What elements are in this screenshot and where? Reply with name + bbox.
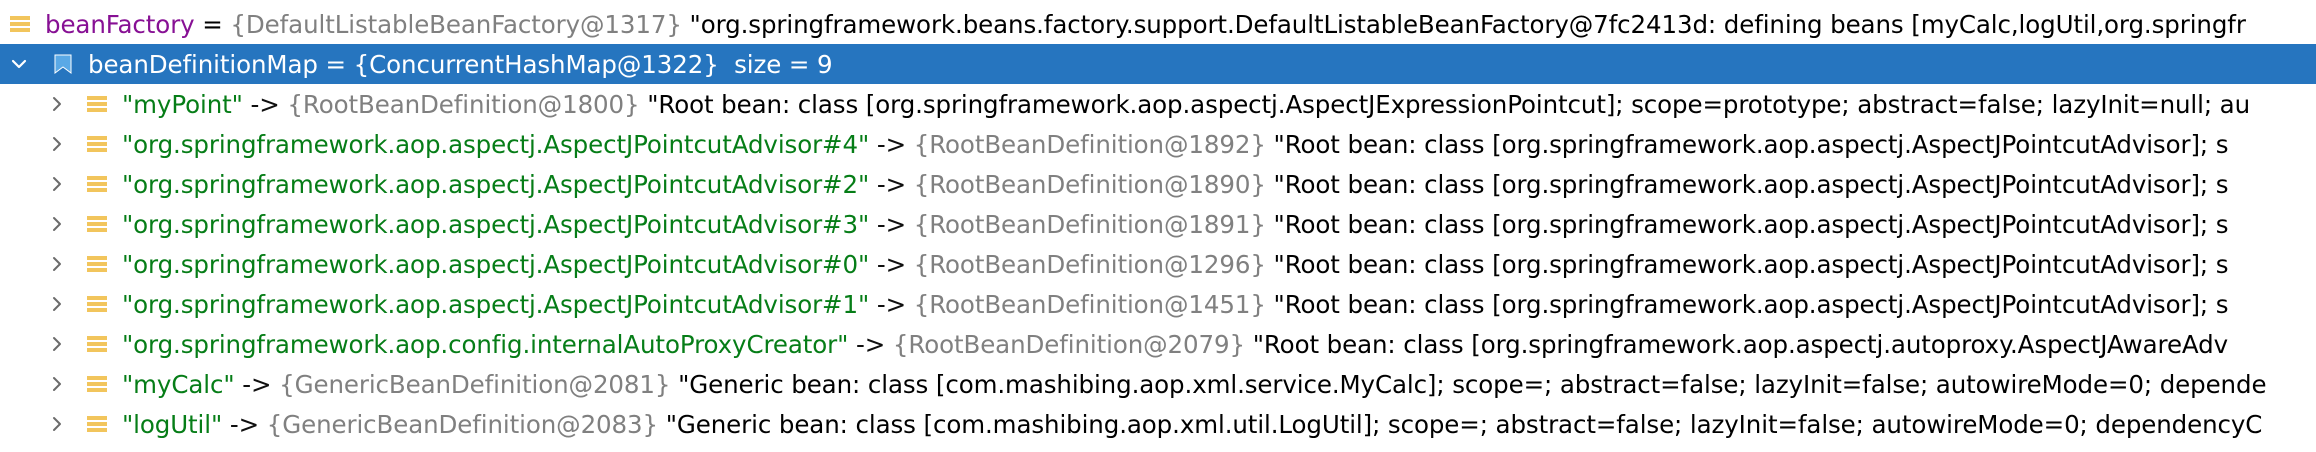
chevron-right-icon[interactable] (46, 173, 68, 195)
object-ref: {RootBeanDefinition@1891} (913, 209, 1266, 239)
map-entry-row[interactable]: "org.springframework.aop.aspectj.AspectJ… (0, 284, 2316, 324)
object-ref: {GenericBeanDefinition@2083} (266, 409, 659, 439)
object-ref: {RootBeanDefinition@1296} (913, 249, 1266, 279)
entry-arrow: -> (250, 89, 280, 119)
object-ref: {DefaultListableBeanFactory@1317} (230, 9, 682, 39)
field-icon (86, 93, 108, 115)
field-icon (86, 293, 108, 315)
object-ref: {RootBeanDefinition@1892} (913, 129, 1266, 159)
entry-value: "Root bean: class [org.springframework.a… (1273, 129, 2229, 159)
map-entry-row[interactable]: "org.springframework.aop.aspectj.AspectJ… (0, 204, 2316, 244)
object-ref: {RootBeanDefinition@2079} (892, 329, 1245, 359)
entry-arrow: -> (876, 169, 907, 199)
entry-key: "org.springframework.aop.aspectj.AspectJ… (122, 169, 870, 199)
equals-sign: = (202, 9, 223, 39)
equals-sign: = (325, 49, 347, 79)
entry-arrow: -> (242, 369, 272, 399)
entry-key: "org.springframework.aop.aspectj.AspectJ… (122, 249, 870, 279)
chevron-right-icon[interactable] (46, 293, 68, 315)
entry-key: "org.springframework.aop.aspectj.AspectJ… (122, 129, 870, 159)
variable-value: "org.springframework.beans.factory.suppo… (689, 9, 2246, 39)
entry-arrow: -> (876, 249, 907, 279)
entry-key: "org.springframework.aop.aspectj.AspectJ… (122, 289, 870, 319)
field-icon (86, 333, 108, 355)
field-icon (9, 13, 31, 35)
map-entry-row[interactable]: "org.springframework.aop.aspectj.AspectJ… (0, 244, 2316, 284)
entry-key: "logUtil" (122, 409, 223, 439)
chevron-right-icon[interactable] (46, 413, 68, 435)
chevron-right-icon[interactable] (46, 253, 68, 275)
chevron-right-icon[interactable] (46, 133, 68, 155)
field-icon (86, 173, 108, 195)
field-icon (86, 133, 108, 155)
entry-value: "Root bean: class [org.springframework.a… (647, 89, 2251, 119)
variable-name: beanFactory (45, 9, 195, 39)
flag-icon (52, 53, 74, 75)
entry-value: "Generic bean: class [com.mashibing.aop.… (665, 409, 2263, 439)
map-size: size = 9 (734, 49, 833, 79)
field-icon (86, 253, 108, 275)
entry-arrow: -> (876, 129, 907, 159)
entry-key: "myPoint" (122, 89, 243, 119)
entry-key: "myCalc" (122, 369, 235, 399)
entry-value: "Root bean: class [org.springframework.a… (1273, 209, 2229, 239)
variable-name: beanDefinitionMap (88, 49, 318, 79)
entry-value: "Root bean: class [org.springframework.a… (1273, 289, 2229, 319)
entry-value: "Root bean: class [org.springframework.a… (1273, 169, 2229, 199)
entry-key: "org.springframework.aop.aspectj.AspectJ… (122, 209, 870, 239)
map-entry-row[interactable]: "logUtil" -> {GenericBeanDefinition@2083… (0, 404, 2316, 444)
entry-value: "Generic bean: class [com.mashibing.aop.… (678, 369, 2267, 399)
chevron-down-icon[interactable] (8, 53, 30, 75)
entry-value: "Root bean: class [org.springframework.a… (1252, 329, 2228, 359)
object-ref: {RootBeanDefinition@1890} (913, 169, 1266, 199)
map-entry-row[interactable]: "org.springframework.aop.aspectj.AspectJ… (0, 164, 2316, 204)
entry-arrow: -> (876, 209, 907, 239)
field-icon (86, 373, 108, 395)
chevron-right-icon[interactable] (46, 213, 68, 235)
map-entry-row[interactable]: "org.springframework.aop.config.internal… (0, 324, 2316, 364)
chevron-right-icon[interactable] (46, 93, 68, 115)
object-ref: {ConcurrentHashMap@1322} (353, 49, 719, 79)
field-icon (86, 413, 108, 435)
entry-arrow: -> (876, 289, 907, 319)
map-entry-row[interactable]: "myCalc" -> {GenericBeanDefinition@2081}… (0, 364, 2316, 404)
entry-value: "Root bean: class [org.springframework.a… (1273, 249, 2229, 279)
entry-key: "org.springframework.aop.config.internal… (122, 329, 849, 359)
chevron-right-icon[interactable] (46, 373, 68, 395)
object-ref: {GenericBeanDefinition@2081} (279, 369, 671, 399)
variable-row-beanDefinitionMap[interactable]: beanDefinitionMap = {ConcurrentHashMap@1… (0, 44, 2316, 84)
field-icon (86, 213, 108, 235)
object-ref: {RootBeanDefinition@1800} (287, 89, 640, 119)
map-entry-row[interactable]: "org.springframework.aop.aspectj.AspectJ… (0, 124, 2316, 164)
map-entry-row[interactable]: "myPoint" -> {RootBeanDefinition@1800} "… (0, 84, 2316, 124)
variable-row-beanFactory[interactable]: beanFactory = {DefaultListableBeanFactor… (0, 4, 2316, 44)
chevron-right-icon[interactable] (46, 333, 68, 355)
entry-arrow: -> (229, 409, 260, 439)
object-ref: {RootBeanDefinition@1451} (913, 289, 1266, 319)
entry-arrow: -> (856, 329, 886, 359)
